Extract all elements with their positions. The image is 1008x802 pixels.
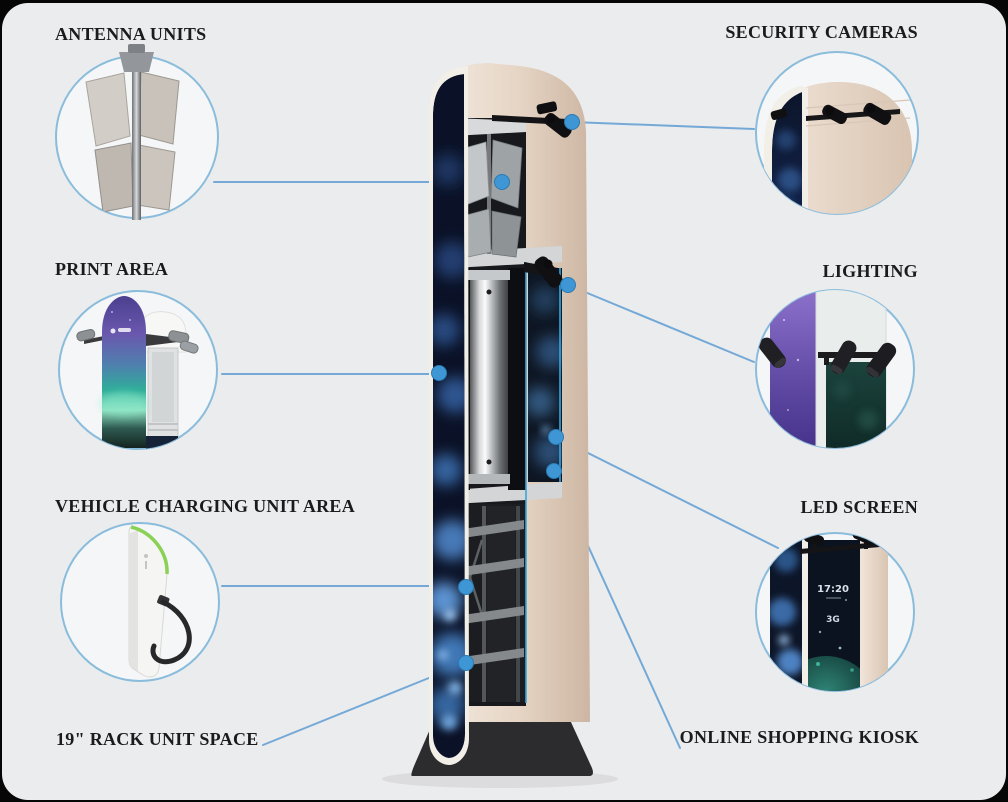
print-kiosk-camera-arms xyxy=(76,328,199,354)
callout-circle-lighting xyxy=(755,289,915,449)
tower-mid-camera xyxy=(524,256,563,288)
label-lighting: LIGHTING xyxy=(822,261,918,281)
label-security-cameras: SECURITY CAMERAS xyxy=(725,22,918,42)
connector-line-led-screen xyxy=(555,436,779,549)
callout-circle-antenna-units xyxy=(55,44,219,220)
connector-dot-security-cameras xyxy=(564,114,580,130)
led-network-text: 3G xyxy=(826,615,840,625)
label-print-area: PRINT AREA xyxy=(55,259,169,279)
callout-circle-vehicle-charging xyxy=(60,522,220,682)
led-clock-text: 17:20 xyxy=(817,584,849,595)
callout-circle-print-area xyxy=(58,290,218,450)
connector-dot-lighting xyxy=(560,277,576,293)
tower-top-camera xyxy=(492,101,572,138)
charging-cable-icon xyxy=(150,595,192,665)
connector-dot-antenna-units xyxy=(494,174,510,190)
label-online-shopping-kiosk: ONLINE SHOPPING KIOSK xyxy=(679,727,919,747)
connector-dot-online-shopping xyxy=(546,463,562,479)
connector-dot-print-area xyxy=(431,365,447,381)
label-led-screen: LED SCREEN xyxy=(800,497,918,517)
callout-circle-led-screen: 17:20 3G xyxy=(755,532,915,692)
tower-front-screen xyxy=(433,74,465,758)
security-camera-icons xyxy=(770,102,900,125)
spotlight-icons xyxy=(758,337,897,378)
connector-dot-rack-unit xyxy=(458,655,474,671)
kiosk-tower xyxy=(382,63,618,788)
label-antenna-units: ANTENNA UNITS xyxy=(55,24,207,44)
connector-dot-led-screen xyxy=(548,429,564,445)
tower-antenna-section xyxy=(457,134,523,258)
connector-line-security-cameras xyxy=(571,121,755,130)
connector-line-lighting xyxy=(567,284,755,363)
tower-side-screen-panel xyxy=(528,268,562,482)
label-vehicle-charging-unit-area: VEHICLE CHARGING UNIT AREA xyxy=(55,496,356,516)
antenna-pole-icon xyxy=(119,44,154,220)
connector-dot-vehicle-charging xyxy=(458,579,474,595)
label-rack-unit-space: 19" RACK UNIT SPACE xyxy=(56,729,259,749)
callout-circle-security-cameras xyxy=(755,51,919,215)
